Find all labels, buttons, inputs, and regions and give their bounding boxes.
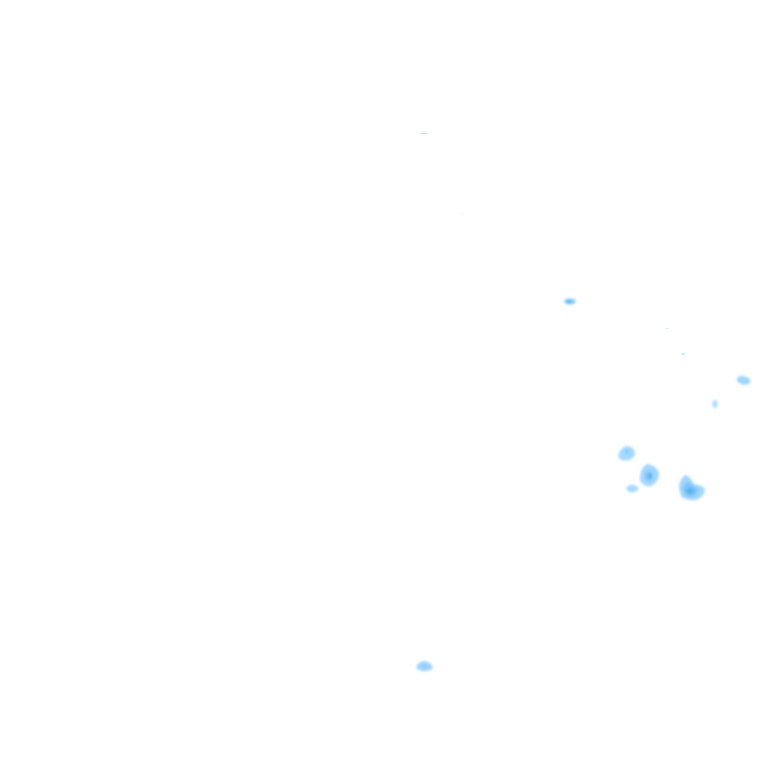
echo-speck — [682, 353, 685, 355]
echo-cell — [712, 400, 718, 408]
echo-cell — [626, 484, 639, 493]
echo-cell — [679, 475, 705, 501]
echo-speck — [462, 213, 463, 214]
echo-cell — [618, 446, 635, 461]
echo-speck — [666, 328, 669, 329]
echo-speck — [651, 217, 652, 218]
echo-speck — [421, 133, 427, 134]
echo-cell — [640, 464, 659, 487]
echo-cell — [564, 298, 576, 305]
echo-cell — [736, 375, 751, 385]
echo-cell — [416, 661, 433, 672]
